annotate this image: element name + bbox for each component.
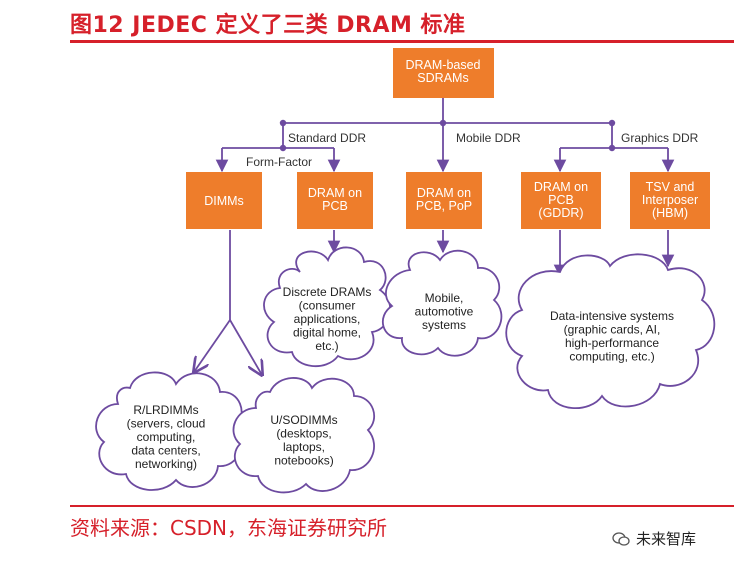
text-line: U/SODIMMs [270, 413, 337, 427]
text-line: R/LRDIMMs [133, 403, 198, 417]
text-line: DRAM-based [405, 58, 480, 72]
text-line: DRAM on [308, 186, 362, 200]
text-line: applications, [294, 312, 361, 326]
watermark-text: 未来智库 [636, 530, 697, 548]
wechat-icon [612, 531, 630, 546]
cloud-data-intensive [505, 253, 716, 409]
text-line: etc.) [315, 339, 338, 353]
text-line: SDRAMs [417, 71, 468, 85]
text-line: laptops, [283, 440, 325, 454]
text-line: (GDDR) [538, 206, 583, 220]
text-line: high-performance [565, 336, 659, 350]
source-note: 资料来源：CSDN，东海证券研究所 [70, 516, 388, 540]
text-line: PCB, PoP [416, 199, 472, 213]
text-line: Interposer [642, 193, 698, 207]
text-line: PCB [548, 193, 574, 207]
watermark: 未来智库 [612, 528, 696, 549]
text-line: Data-intensive systems [550, 309, 674, 323]
cloud-mobile-automotive [381, 249, 503, 357]
text-line: automotive [415, 305, 474, 319]
connector-lines [194, 98, 675, 375]
text-line: PCB [322, 199, 348, 213]
title-divider [70, 40, 734, 43]
form-factor-label: Form-Factor [246, 155, 312, 169]
text-line: (desktops, [276, 427, 331, 441]
text-line: computing, etc.) [569, 350, 654, 364]
figure-title: 图12 JEDEC 定义了三类 DRAM 标准 [70, 13, 466, 38]
text-line: networking) [135, 457, 197, 471]
text-line: digital home, [293, 326, 361, 340]
text-line: TSV and [646, 180, 695, 194]
mobile-ddr-label: Mobile DDR [456, 131, 521, 145]
cloud-discrete-drams [263, 246, 391, 368]
text-line: Discrete DRAMs [283, 285, 372, 299]
dimms-label: DIMMs [204, 194, 244, 208]
cloud-data-intensive-text: Data-intensive systems(graphic cards, AI… [550, 309, 674, 364]
text-line: data centers, [131, 444, 200, 458]
text-line: notebooks) [274, 454, 333, 468]
text-line: DRAM on [417, 186, 471, 200]
graphics-ddr-label: Graphics DDR [621, 131, 699, 145]
text-line: systems [422, 318, 466, 332]
junction-dots [279, 119, 616, 152]
standard-ddr-label: Standard DDR [288, 131, 366, 145]
dimms-box: DIMMs [186, 172, 262, 229]
cloud-usodimms-text: U/SODIMMs(desktops,laptops,notebooks) [270, 413, 337, 468]
footer-divider [70, 505, 734, 507]
text-line: (servers, cloud [127, 417, 206, 431]
text-line: computing, [137, 430, 196, 444]
text-line: DIMMs [204, 194, 244, 208]
text-line: (HBM) [652, 206, 688, 220]
cloud-rlrdimms [95, 371, 243, 491]
text-line: DRAM on [534, 180, 588, 194]
text-line: (consumer [299, 299, 356, 313]
cloud-usodimms [232, 377, 376, 494]
text-line: (graphic cards, AI, [564, 323, 661, 337]
text-line: Mobile, [425, 291, 464, 305]
